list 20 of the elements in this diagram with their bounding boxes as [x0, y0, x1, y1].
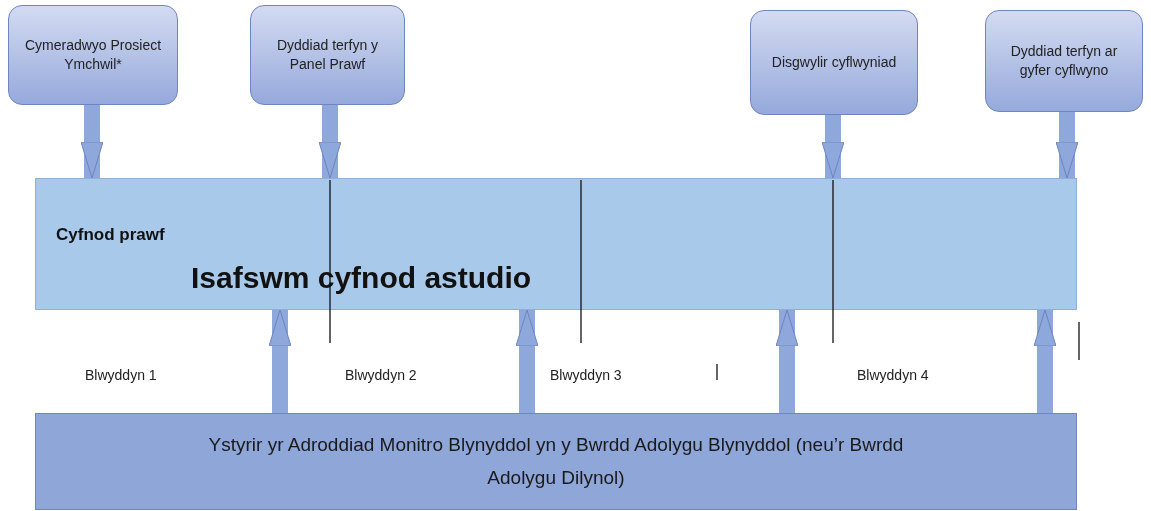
period-bar: [35, 178, 1077, 310]
block-arrow: [318, 105, 342, 179]
year-label: Blwyddyn 1: [85, 367, 157, 383]
block-arrow: [80, 105, 104, 179]
review-text: Ystyrir yr Adroddiad Monitro Blynyddol yn y Bwrdd Adolygu Blynyddol (neu’r Bwrdd Adolygu Dilynol): [207, 433, 905, 490]
milestone-box: Dyddiad terfyn ar gyfer cyflwyno: [985, 10, 1143, 112]
block-arrow: [775, 309, 799, 413]
milestone-box: Dyddiad terfyn y Panel Prawf: [250, 5, 405, 105]
period-label: Cyfnod prawf: [56, 225, 165, 245]
block-arrow: [1033, 309, 1057, 413]
block-arrow: [1055, 112, 1079, 179]
block-arrow: [821, 115, 845, 179]
year-label: Blwyddyn 3: [550, 367, 622, 383]
year-label: Blwyddyn 2: [345, 367, 417, 383]
milestone-box: Cymeradwyo Prosiect Ymchwil*: [8, 5, 178, 105]
year-label: Blwyddyn 4: [857, 367, 929, 383]
block-arrow: [515, 309, 539, 413]
block-arrow: [268, 309, 292, 413]
milestone-box: Disgwylir cyflwyniad: [750, 10, 918, 115]
review-box: [35, 413, 1077, 510]
